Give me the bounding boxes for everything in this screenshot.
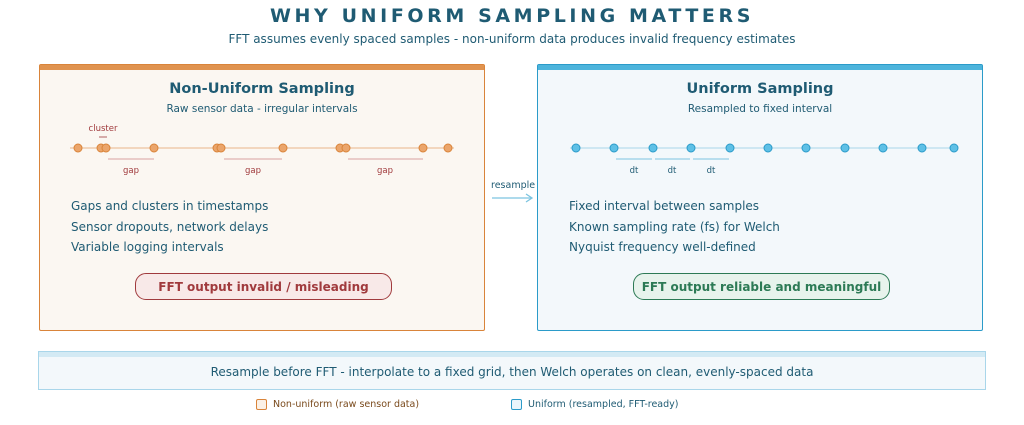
sample-point <box>917 143 927 153</box>
legend-item-non-uniform: Non-uniform (raw sensor data) <box>256 399 419 410</box>
benefit-item: Known sampling rate (fs) for Welch <box>569 219 780 234</box>
resample-label: resample <box>491 180 536 191</box>
non-uniform-panel: Non-Uniform Sampling Raw sensor data - i… <box>39 64 485 331</box>
sample-point <box>73 143 83 153</box>
interval-label: dt <box>707 166 716 176</box>
interval-label: dt <box>630 166 639 176</box>
sample-point <box>443 143 453 153</box>
benefit-item: Fixed interval between samples <box>569 199 760 213</box>
panel-accent-bar <box>538 65 982 70</box>
sample-point <box>949 143 959 153</box>
cluster-label: cluster <box>89 124 118 134</box>
gap-label: gap <box>245 166 261 176</box>
sample-point <box>878 143 888 153</box>
benefit-item: Nyquist frequency well-defined <box>569 240 756 254</box>
interval-label: dt <box>668 166 677 176</box>
page-title: WHY UNIFORM SAMPLING MATTERS <box>269 5 754 27</box>
sample-point <box>216 143 226 153</box>
sample-point <box>609 143 619 153</box>
panel-subtitle: Resampled to fixed interval <box>687 103 833 115</box>
sample-point <box>101 143 111 153</box>
sample-point <box>763 143 773 153</box>
irregular-timeline: cluster gap gap gap <box>70 124 454 176</box>
issue-item: Gaps and clusters in timestamps <box>71 199 269 213</box>
summary-banner: Resample before FFT - interpolate to a f… <box>38 351 986 390</box>
resample-arrow-icon <box>492 193 534 203</box>
legend-label: Uniform (resampled, FFT-ready) <box>528 399 679 410</box>
sample-point <box>725 143 735 153</box>
reliable-result-badge: FFT output reliable and meaningful <box>633 273 890 300</box>
sample-point <box>648 143 658 153</box>
sample-point <box>278 143 288 153</box>
sample-point <box>840 143 850 153</box>
banner-accent-bar <box>39 352 985 357</box>
invalid-result-badge: FFT output invalid / misleading <box>135 273 392 300</box>
benefit-list: Fixed interval between samples Known sam… <box>569 196 780 258</box>
uniform-panel: Uniform Sampling Resampled to fixed inte… <box>537 64 983 331</box>
issue-list: Gaps and clusters in timestamps Sensor d… <box>71 196 268 258</box>
legend-label: Non-uniform (raw sensor data) <box>273 399 420 410</box>
gap-label: gap <box>377 166 393 176</box>
sample-points <box>73 143 453 153</box>
sample-point <box>149 143 159 153</box>
legend-swatch <box>256 399 267 410</box>
issue-item: Sensor dropouts, network delays <box>71 219 269 234</box>
sample-points <box>571 143 959 153</box>
sample-point <box>801 143 811 153</box>
gap-label: gap <box>123 166 139 176</box>
panel-subtitle: Raw sensor data - irregular intervals <box>166 103 358 115</box>
sample-point <box>686 143 696 153</box>
issue-item: Variable logging intervals <box>71 240 224 254</box>
uniform-timeline: dt dt dt <box>570 143 959 176</box>
sample-point <box>571 143 581 153</box>
panel-title: Non-Uniform Sampling <box>169 81 355 97</box>
legend-item-uniform: Uniform (resampled, FFT-ready) <box>511 399 678 410</box>
sample-point <box>341 143 351 153</box>
panel-title: Uniform Sampling <box>686 81 834 97</box>
page-subtitle: FFT assumes evenly spaced samples - non-… <box>228 32 796 46</box>
banner-text: Resample before FFT - interpolate to a f… <box>210 365 814 379</box>
sample-point <box>418 143 428 153</box>
legend-swatch <box>511 399 522 410</box>
panel-accent-bar <box>40 65 484 70</box>
